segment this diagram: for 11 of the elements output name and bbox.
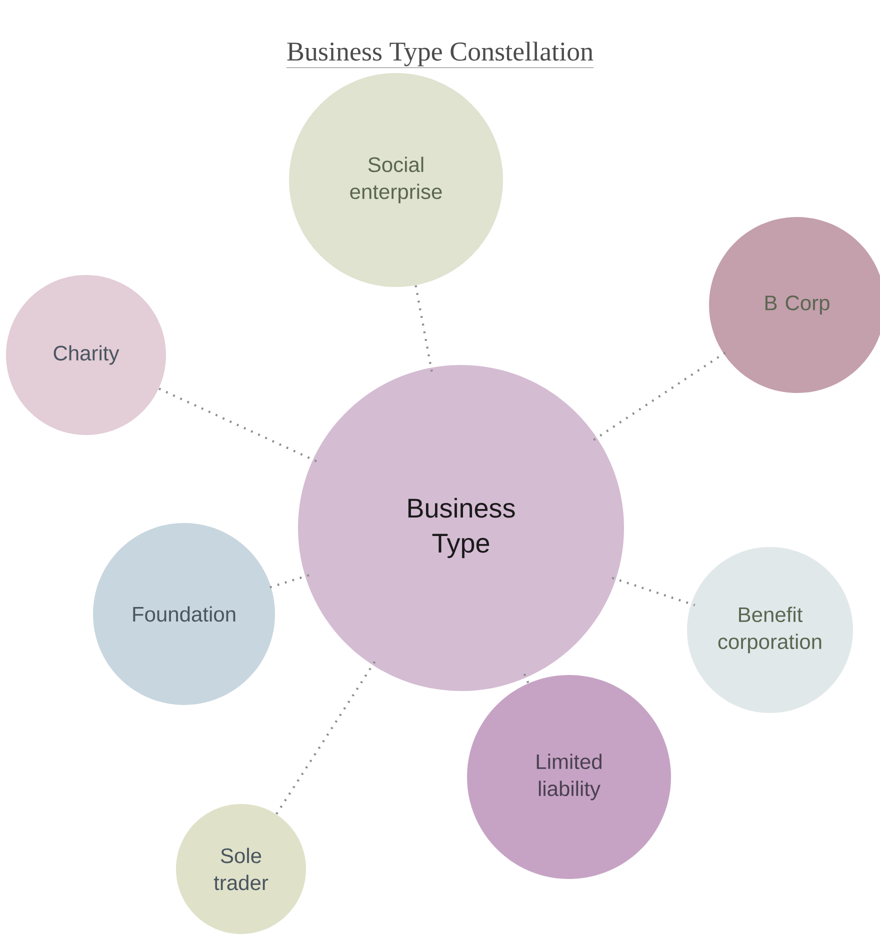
dotted-connector: [612, 576, 696, 606]
dotted-connector: [266, 574, 310, 590]
circle-node: Benefit corporation: [687, 547, 854, 713]
circle-node: Charity: [6, 275, 166, 435]
circle-node: Sole trader: [176, 804, 306, 934]
title: Business Type Constellation: [286, 42, 594, 68]
circle-node: Business Type: [298, 365, 624, 691]
circle-node: Foundation: [93, 523, 275, 705]
circle-node: Limited liability: [467, 675, 671, 879]
circle-node: Social enterprise: [289, 73, 503, 287]
dotted-connector: [593, 350, 728, 441]
